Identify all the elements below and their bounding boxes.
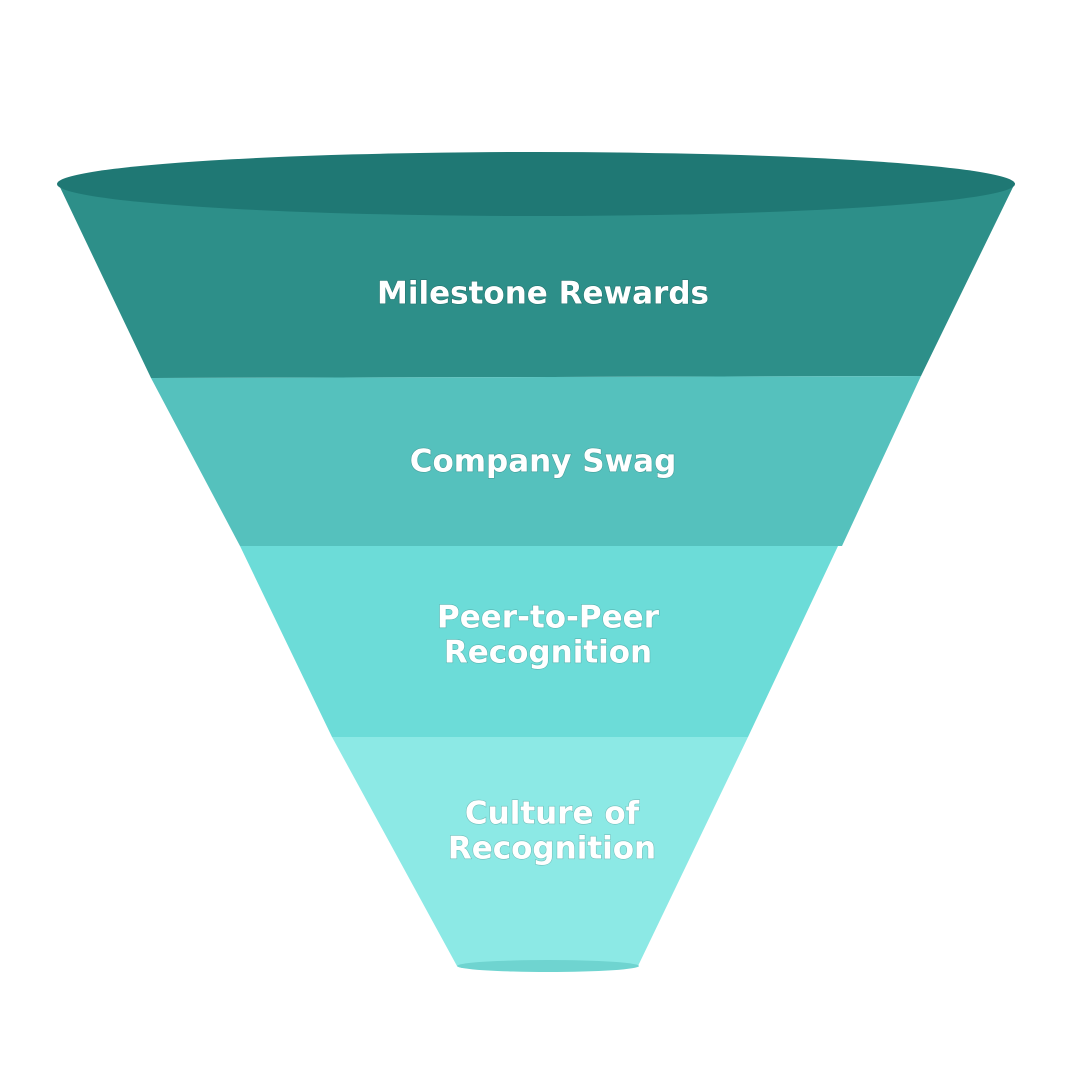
funnel-stage-3-segment (240, 546, 838, 737)
stage-3-label-line-1: Peer-to-Peer (437, 600, 660, 636)
stage-3-label-line-2: Recognition (444, 635, 652, 671)
funnel-stage-2-segment (151, 376, 921, 546)
stage-1-label: Milestone Rewards (377, 276, 709, 312)
stage-4-label-line-1: Culture of (465, 796, 640, 832)
funnel-stage-1-segment (58, 183, 1015, 378)
stage-4-label-line-2: Recognition (448, 831, 656, 867)
funnel-stage-4-segment (332, 737, 748, 966)
stage-2-label: Company Swag (410, 444, 677, 480)
funnel-bottom-opening (457, 960, 639, 972)
funnel-top-rim (57, 152, 1015, 216)
